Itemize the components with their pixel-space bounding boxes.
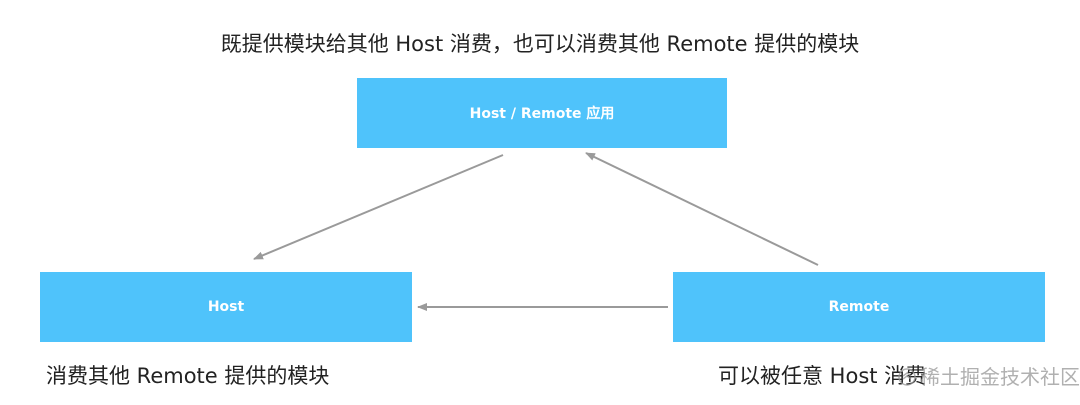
node-host-label: Host (207, 299, 245, 315)
node-remote-label: Remote (828, 299, 890, 315)
node-host: Host (40, 272, 412, 342)
arrow-app-to-host (253, 154, 504, 260)
node-host-remote-app-label: Host / Remote 应用 (469, 106, 615, 122)
node-remote: Remote (673, 272, 1045, 342)
node-host-remote-app: Host / Remote 应用 (357, 78, 727, 148)
watermark: 稀土掘金技术社区 (898, 362, 1080, 392)
watermark-text: 稀土掘金技术社区 (920, 365, 1080, 389)
diagram-title: 既提供模块给其他 Host 消费，也可以消费其他 Remote 提供的模块 (220, 32, 860, 56)
caption-host: 消费其他 Remote 提供的模块 (46, 364, 330, 388)
juejin-logo-icon (898, 368, 916, 386)
caption-remote: 可以被任意 Host 消费 (718, 364, 927, 388)
arrow-remote-to-app (585, 152, 819, 266)
